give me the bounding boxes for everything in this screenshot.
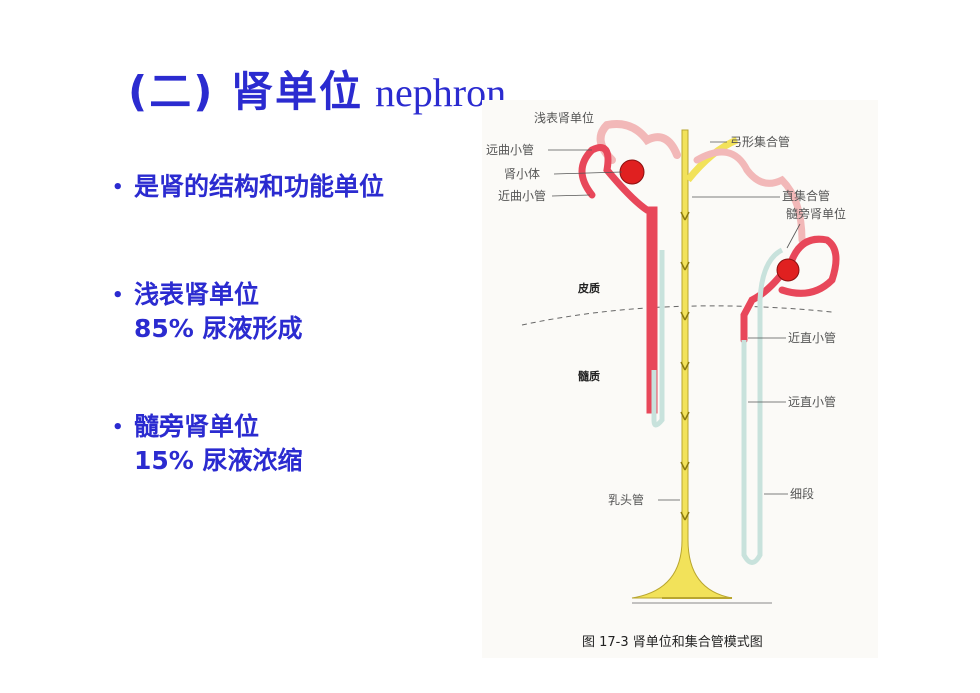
flow-arrows [680,211,690,521]
bullet-item: • 髓旁肾单位 15% 尿液浓缩 [112,410,303,478]
bullet-item: • 是肾的结构和功能单位 [112,170,384,205]
bullet-dot-icon: • [112,177,124,198]
nephron-diagram: 浅表肾单位 远曲小管 肾小体 近曲小管 弓形集合管 直集合管 髓旁肾单位 皮质 … [482,100,878,658]
label-renal-corpuscle: 肾小体 [504,167,540,181]
leader-lines [548,141,801,501]
label-thin-segment: 细段 [790,486,814,501]
label-superficial-nephron: 浅表肾单位 [534,110,594,125]
label-straight-collecting: 直集合管 [782,188,830,203]
figure-caption: 图 17-3 肾单位和集合管模式图 [582,634,763,650]
juxta-distal-tubule [693,148,806,244]
superficial-distal-tubule [596,120,681,164]
label-papillary-duct: 乳头管 [608,492,644,507]
bullet-text: 髓旁肾单位 [134,412,260,441]
label-distal-convoluted: 远曲小管 [486,142,534,157]
label-proximal-convoluted: 近曲小管 [498,188,546,203]
label-distal-straight: 远直小管 [788,394,836,409]
bullet-subtext: 85% 尿液形成 [134,314,303,343]
superficial-proximal-tubule [578,144,658,414]
bullet-item: • 浅表肾单位 85% 尿液形成 [112,278,303,346]
juxta-proximal-tubule [740,235,840,344]
label-arched-collecting: 弓形集合管 [730,134,790,149]
superficial-thin-segment [651,250,665,428]
bullet-subtext: 15% 尿液浓缩 [134,446,303,475]
bullet-text: 是肾的结构和功能单位 [134,172,385,201]
bullet-text: 浅表肾单位 [134,280,260,309]
juxta-corpuscle [776,258,800,282]
label-medulla: 髓质 [578,369,600,383]
superficial-corpuscle [619,159,645,185]
label-proximal-straight: 近直小管 [788,330,836,345]
bullet-dot-icon: • [112,417,124,438]
bullet-dot-icon: • [112,285,124,306]
title-chinese: (二) 肾单位 [128,67,364,116]
label-cortex: 皮质 [577,281,600,295]
juxta-thin-segment [741,247,784,565]
label-juxtamedullary-nephron: 髓旁肾单位 [786,206,846,221]
cortex-medulla-boundary [521,305,833,326]
nephron-diagram-svg: 浅表肾单位 远曲小管 肾小体 近曲小管 弓形集合管 直集合管 髓旁肾单位 皮质 … [486,110,846,650]
